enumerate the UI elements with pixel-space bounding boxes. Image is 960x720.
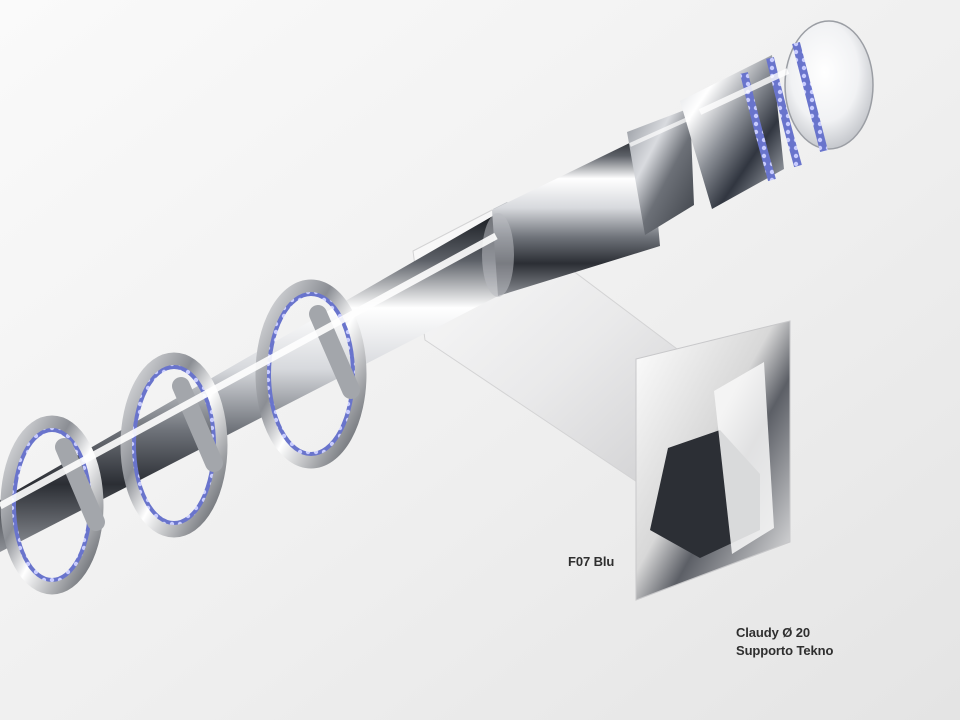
ring-2 [120,352,228,538]
finial-face [784,20,874,150]
finial-body [680,55,784,209]
ring-1-hook [55,438,105,531]
ring-2-outer [120,352,228,538]
crystal-band-1 [740,72,776,182]
finish-label: F07 Blu [568,554,615,569]
product-name: Claudy Ø 20 [736,625,811,640]
crystal-band-2 [766,57,802,168]
bracket [412,202,791,601]
support-name: Supporto Tekno [736,643,834,658]
rings [0,279,367,595]
collar-highlight [629,116,691,147]
rod-highlight [0,232,498,510]
crystal-band-3 [792,41,828,153]
wall-plate-highlight [714,362,774,554]
product-labels: Claudy Ø 20 Supporto Tekno [736,624,833,660]
rod-right [492,133,660,296]
finial-highlight [698,68,790,115]
ring-3-outer [255,279,367,469]
specular-highlights [0,68,790,510]
rod-joint [482,213,514,297]
ring-2-hook [172,377,223,472]
